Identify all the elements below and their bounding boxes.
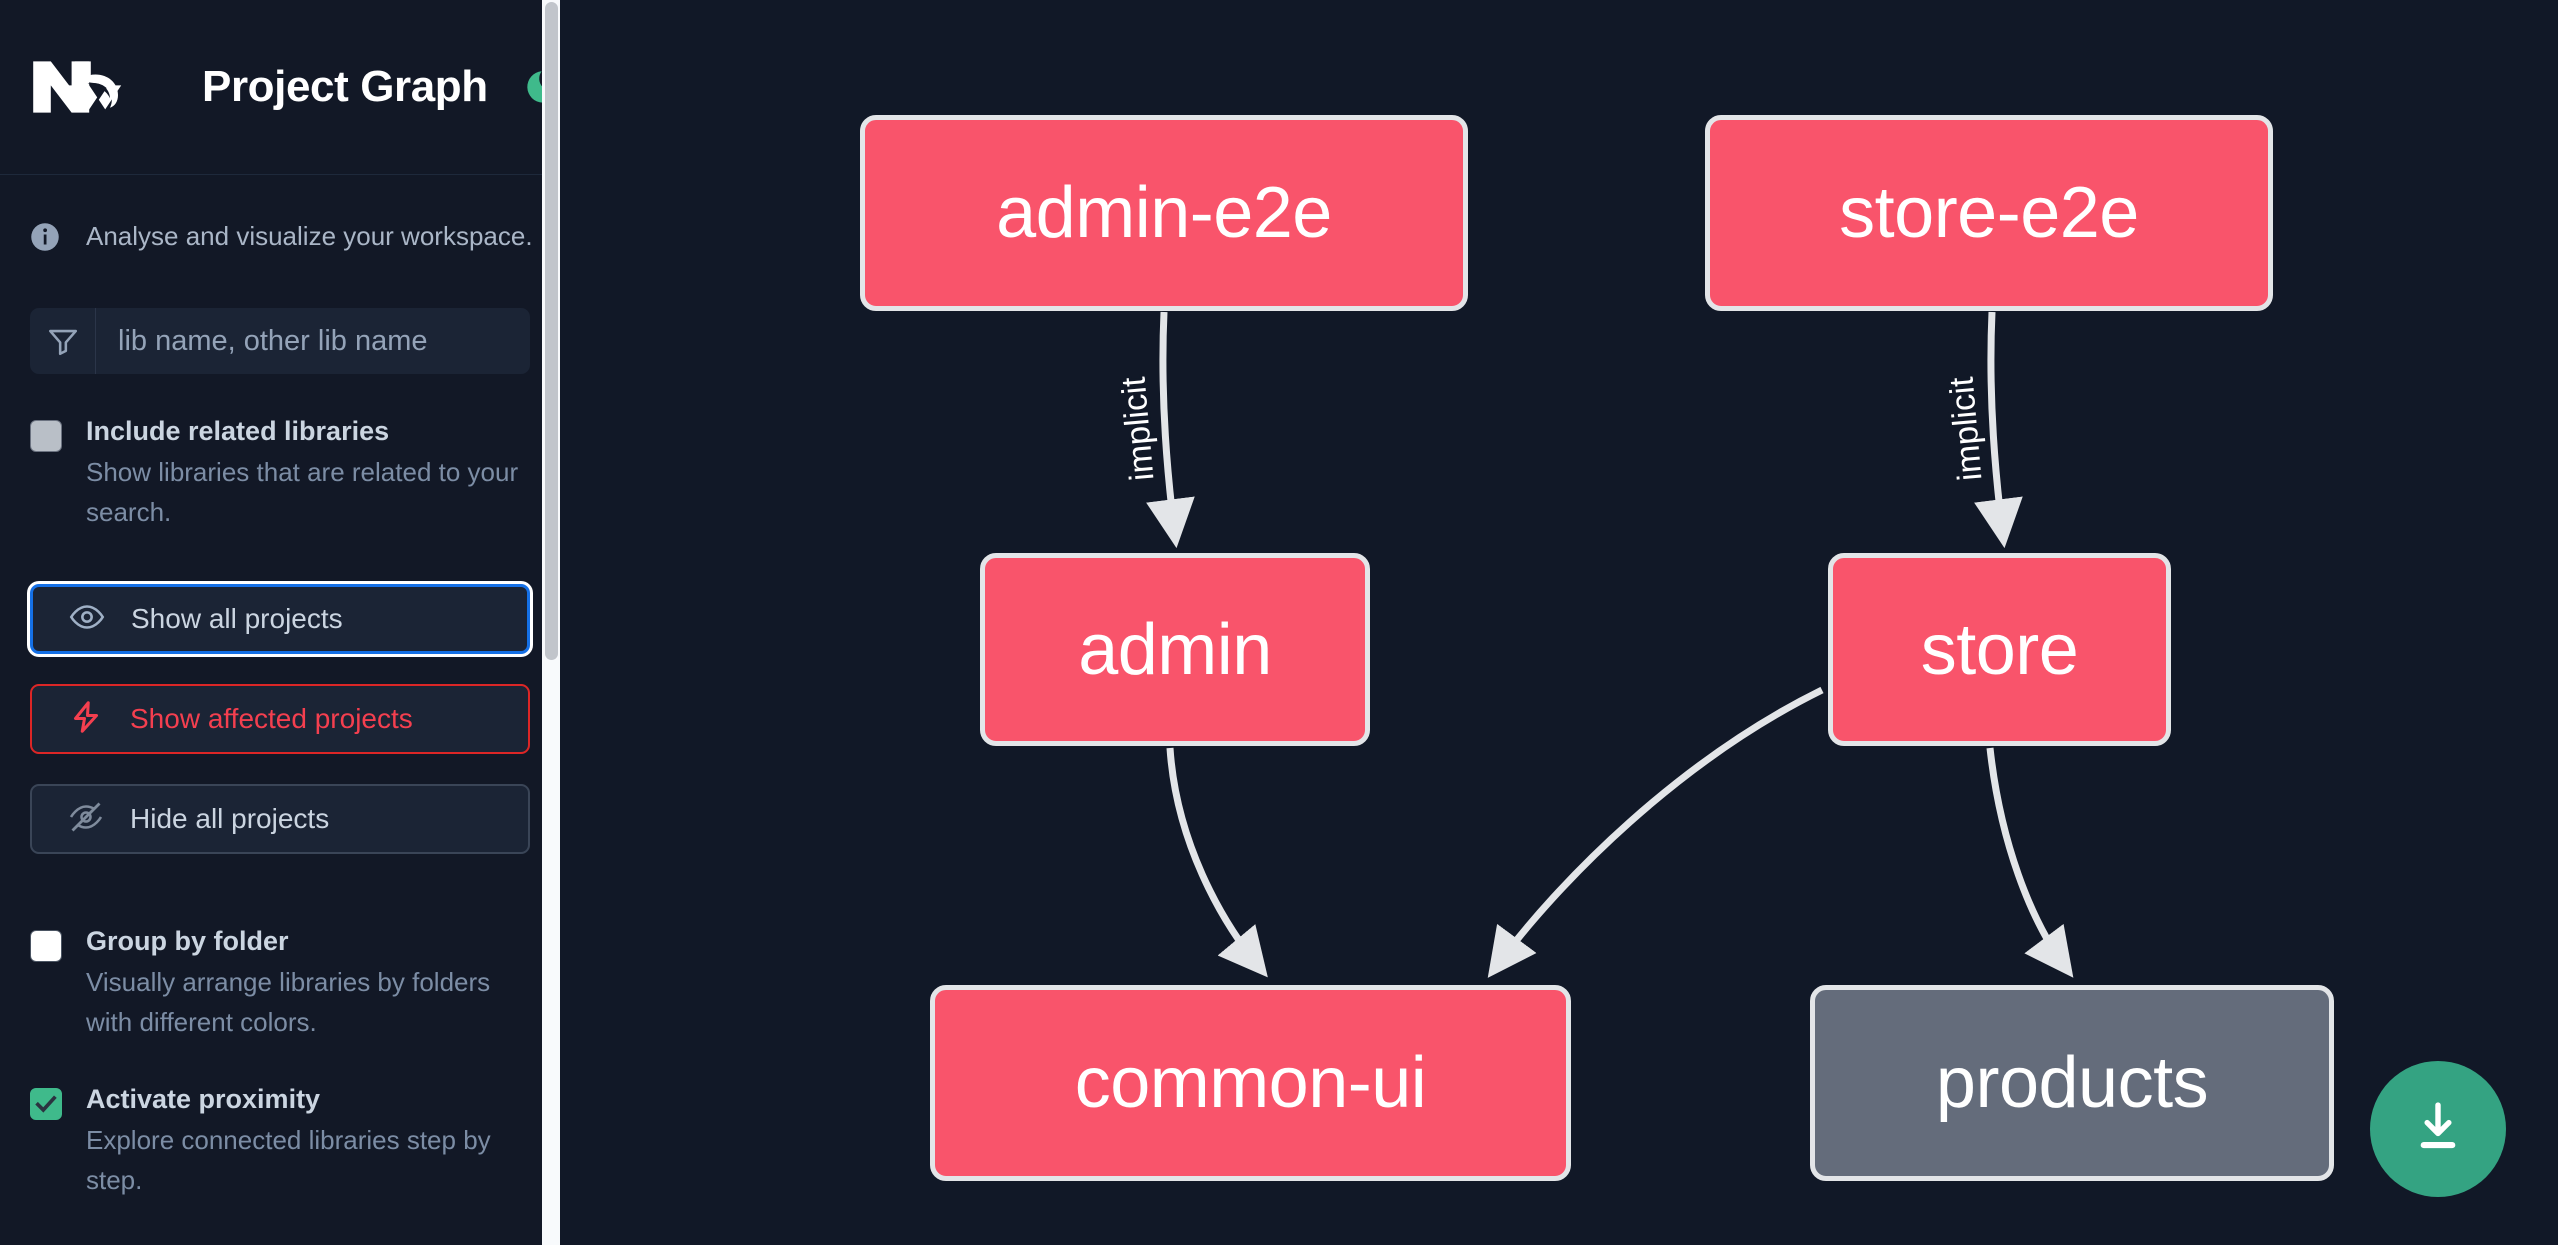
info-icon (30, 222, 60, 252)
option-description: Visually arrange libraries by folders wi… (86, 967, 491, 1037)
nx-logo (30, 56, 126, 118)
show-affected-projects-button[interactable]: Show affected projects (30, 684, 530, 754)
show-affected-projects-label: Show affected projects (130, 703, 413, 734)
option-activate-proximity[interactable]: Activate proximity Explore connected lib… (0, 1042, 560, 1200)
node-label: store-e2e (1839, 173, 2139, 253)
lightning-bolt-icon (68, 699, 104, 740)
option-title: Include related libraries (86, 416, 390, 446)
workspace-info-text: Analyse and visualize your workspace. (86, 221, 533, 251)
graph-edges: implicit implicit (1112, 311, 2074, 978)
sidebar-scrollbar[interactable] (542, 0, 560, 1245)
filter-icon (30, 308, 96, 374)
option-description: Show libraries that are related to your … (86, 457, 519, 527)
graph-node-products[interactable]: products (1810, 985, 2334, 1181)
visibility-button-group: Show all projects Show affected projects (0, 532, 560, 854)
project-graph-canvas[interactable]: implicit implicit admin-e2e store-e2e ad… (560, 0, 2558, 1245)
show-all-projects-label: Show all projects (131, 603, 343, 634)
activate-proximity-checkbox[interactable] (30, 1088, 62, 1120)
node-label: store (1920, 609, 2079, 690)
node-label: products (1935, 1043, 2209, 1123)
graph-node-admin-e2e[interactable]: admin-e2e (860, 115, 1468, 311)
edge-label-implicit-store: implicit (1943, 375, 1990, 482)
graph-node-common-ui[interactable]: common-ui (930, 985, 1571, 1181)
hide-all-projects-label: Hide all projects (130, 803, 330, 834)
graph-node-store[interactable]: store (1828, 553, 2171, 746)
option-include-related-libraries[interactable]: Include related libraries Show libraries… (0, 374, 560, 532)
sidebar-header: Project Graph (0, 0, 560, 175)
page-title: Project Graph (202, 62, 488, 111)
option-title: Group by folder (86, 926, 289, 956)
eye-off-icon (68, 799, 104, 840)
option-group-by-folder[interactable]: Group by folder Visually arrange librari… (0, 884, 560, 1042)
search-input[interactable] (96, 308, 530, 374)
download-image-button[interactable] (2370, 1061, 2506, 1197)
node-label: common-ui (1074, 1043, 1427, 1123)
include-related-libraries-checkbox[interactable] (30, 420, 62, 452)
option-title: Activate proximity (86, 1084, 321, 1114)
graph-node-store-e2e[interactable]: store-e2e (1705, 115, 2273, 311)
edge-label-implicit-admin: implicit (1115, 375, 1162, 482)
graph-node-admin[interactable]: admin (980, 553, 1370, 746)
sidebar-scrollbar-thumb[interactable] (545, 2, 558, 660)
download-icon (2407, 1096, 2469, 1163)
node-label: admin (1078, 609, 1272, 690)
sidebar: Project Graph Analyse and visualize your… (0, 0, 560, 1245)
option-description: Explore connected libraries step by step… (86, 1125, 491, 1195)
node-label: admin-e2e (996, 173, 1332, 253)
group-by-folder-checkbox[interactable] (30, 930, 62, 962)
search-field[interactable] (30, 308, 530, 374)
workspace-info: Analyse and visualize your workspace. (0, 175, 560, 252)
hide-all-projects-button[interactable]: Hide all projects (30, 784, 530, 854)
show-all-projects-button[interactable]: Show all projects (30, 584, 530, 654)
eye-icon (69, 599, 105, 640)
